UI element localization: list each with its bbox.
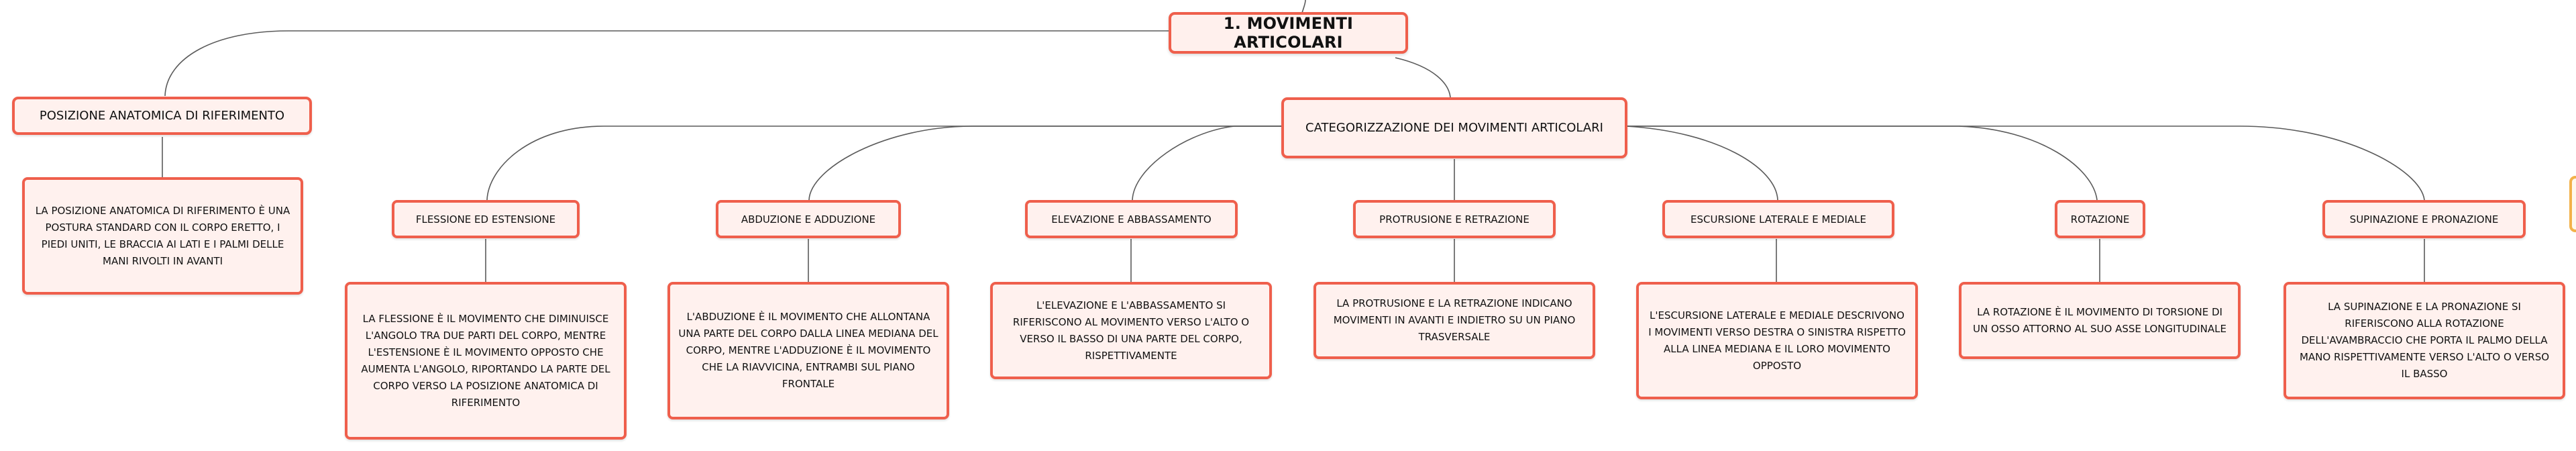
desc-rotazione-text: LA ROTAZIONE È IL MOVIMENTO DI TORSIONE … <box>1973 305 2226 335</box>
desc-supinazione-pronazione-text: LA SUPINAZIONE E LA PRONAZIONE SI RIFERI… <box>2299 301 2550 380</box>
desc-posizione-anatomica-text: LA POSIZIONE ANATOMICA DI RIFERIMENTO È … <box>35 204 290 267</box>
connector-cat-abduzione <box>808 126 1281 201</box>
connector-cat-elevazione <box>1132 126 1281 201</box>
topic-posizione-anatomica[interactable]: POSIZIONE ANATOMICA DI RIFERIMENTO <box>12 97 312 135</box>
offscreen-node-edge[interactable] <box>2569 176 2576 232</box>
category-escursione-laterale-mediale[interactable]: ESCURSIONE LATERALE E MEDIALE <box>1662 200 1894 238</box>
topic-categorizzazione[interactable]: CATEGORIZZAZIONE DEI MOVIMENTI ARTICOLAR… <box>1281 97 1627 158</box>
category-protrusione-retrazione-label: PROTRUSIONE E RETRAZIONE <box>1379 213 1529 225</box>
desc-escursione-laterale-mediale-text: L'ESCURSIONE LATERALE E MEDIALE DESCRIVO… <box>1648 309 1906 372</box>
desc-elevazione-abbassamento-text: L'ELEVAZIONE E L'ABBASSAMENTO SI RIFERIS… <box>1012 299 1250 362</box>
desc-abduzione-adduzione[interactable]: L'ABDUZIONE È IL MOVIMENTO CHE ALLONTANA… <box>667 282 949 419</box>
connector-root-categorizzazione <box>1395 57 1451 98</box>
category-flessione-estensione-label: FLESSIONE ED ESTENSIONE <box>415 213 556 225</box>
root-node-label: 1. MOVIMENTI ARTICOLARI <box>1223 14 1354 52</box>
category-elevazione-abbassamento-label: ELEVAZIONE E ABBASSAMENTO <box>1051 213 1212 225</box>
desc-supinazione-pronazione[interactable]: LA SUPINAZIONE E LA PRONAZIONE SI RIFERI… <box>2284 282 2565 399</box>
category-rotazione-label: ROTAZIONE <box>2070 213 2130 225</box>
root-node[interactable]: 1. MOVIMENTI ARTICOLARI <box>1169 12 1408 54</box>
desc-rotazione[interactable]: LA ROTAZIONE È IL MOVIMENTO DI TORSIONE … <box>1959 282 2241 359</box>
category-abduzione-adduzione-label: ABDUZIONE E ADDUZIONE <box>741 213 876 225</box>
category-rotazione[interactable]: ROTAZIONE <box>2055 200 2145 238</box>
category-flessione-estensione[interactable]: FLESSIONE ED ESTENSIONE <box>392 200 580 238</box>
category-escursione-laterale-mediale-label: ESCURSIONE LATERALE E MEDIALE <box>1690 213 1866 225</box>
desc-flessione-estensione-text: LA FLESSIONE È IL MOVIMENTO CHE DIMINUIS… <box>361 312 610 409</box>
desc-protrusione-retrazione[interactable]: LA PROTRUSIONE E LA RETRAZIONE INDICANO … <box>1313 282 1595 359</box>
topic-categorizzazione-label: CATEGORIZZAZIONE DEI MOVIMENTI ARTICOLAR… <box>1305 121 1603 135</box>
category-supinazione-pronazione[interactable]: SUPINAZIONE E PRONAZIONE <box>2322 200 2526 238</box>
category-supinazione-pronazione-label: SUPINAZIONE E PRONAZIONE <box>2349 213 2499 225</box>
desc-protrusione-retrazione-text: LA PROTRUSIONE E LA RETRAZIONE INDICANO … <box>1333 297 1576 343</box>
connector-cat-supinazione <box>1626 126 2425 201</box>
topic-posizione-anatomica-label: POSIZIONE ANATOMICA DI RIFERIMENTO <box>39 109 285 123</box>
connector-cat-flessione <box>486 126 1281 201</box>
connector-root-posizione <box>164 30 1169 97</box>
desc-elevazione-abbassamento[interactable]: L'ELEVAZIONE E L'ABBASSAMENTO SI RIFERIS… <box>990 282 1272 379</box>
connector-cat-escursione <box>1625 126 1778 201</box>
desc-escursione-laterale-mediale[interactable]: L'ESCURSIONE LATERALE E MEDIALE DESCRIVO… <box>1636 282 1918 399</box>
connector-cat-rotazione <box>1626 126 2098 201</box>
category-protrusione-retrazione[interactable]: PROTRUSIONE E RETRAZIONE <box>1353 200 1556 238</box>
desc-posizione-anatomica[interactable]: LA POSIZIONE ANATOMICA DI RIFERIMENTO È … <box>22 177 303 295</box>
category-elevazione-abbassamento[interactable]: ELEVAZIONE E ABBASSAMENTO <box>1025 200 1238 238</box>
category-abduzione-adduzione[interactable]: ABDUZIONE E ADDUZIONE <box>716 200 901 238</box>
desc-abduzione-adduzione-text: L'ABDUZIONE È IL MOVIMENTO CHE ALLONTANA… <box>678 311 938 390</box>
desc-flessione-estensione[interactable]: LA FLESSIONE È IL MOVIMENTO CHE DIMINUIS… <box>345 282 627 440</box>
